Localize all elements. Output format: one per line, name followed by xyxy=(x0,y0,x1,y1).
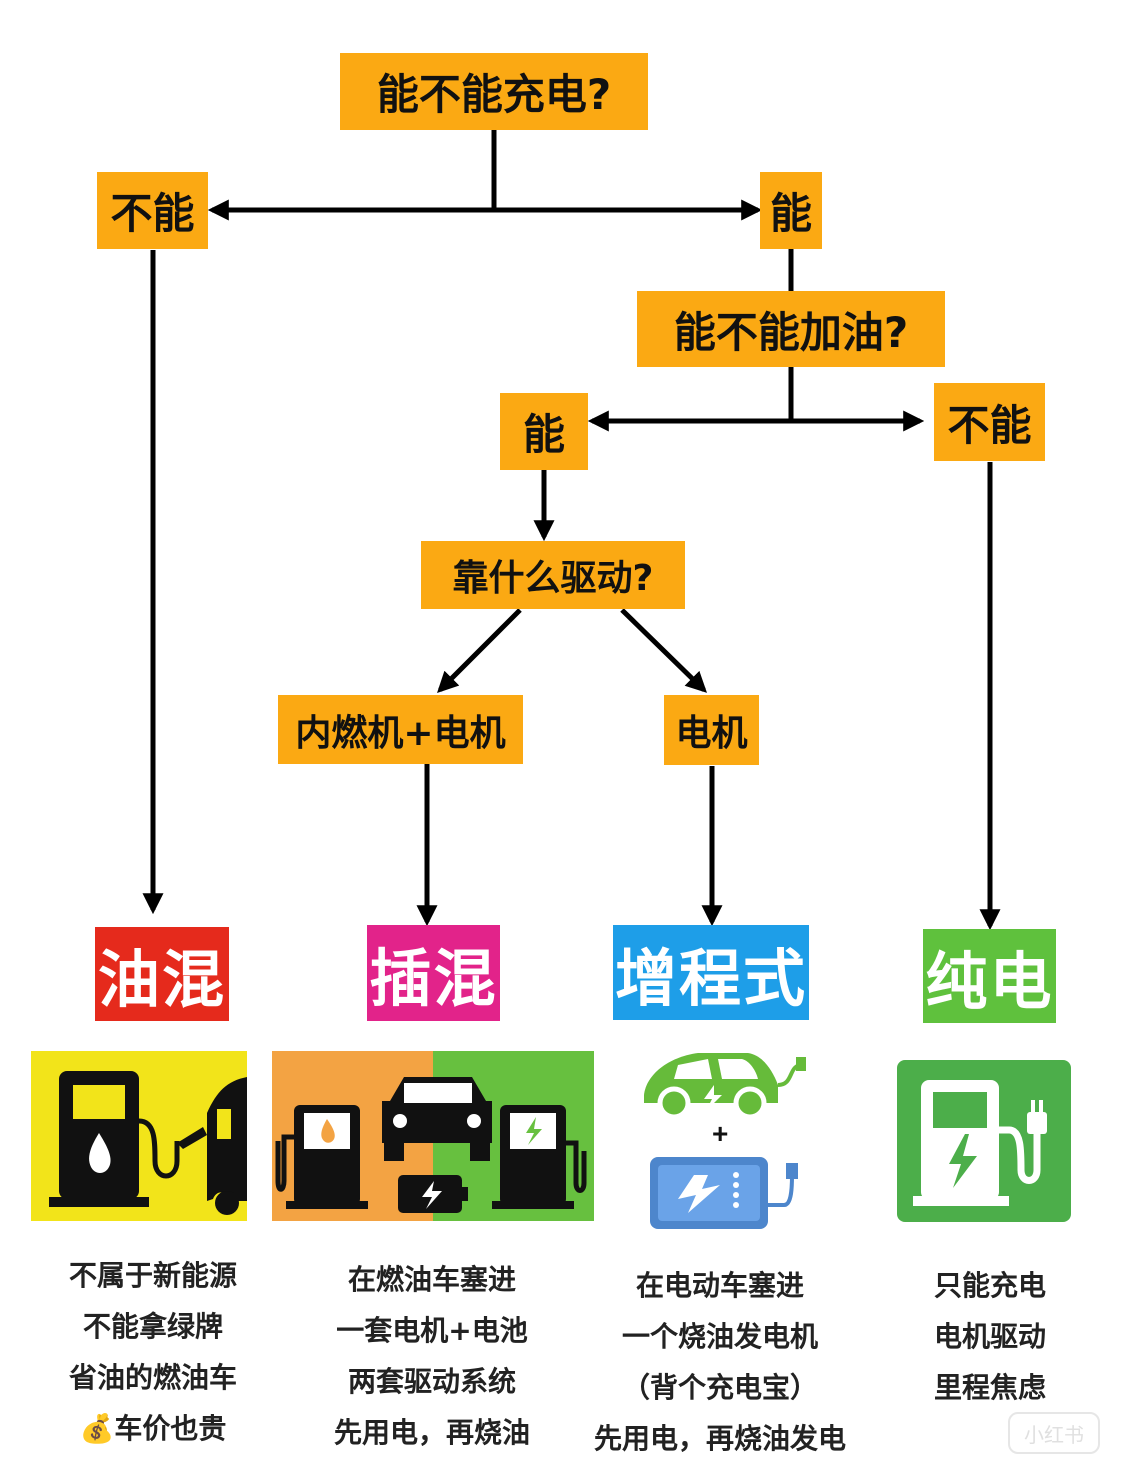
ev-car-powerbank-icon: + xyxy=(644,1053,806,1229)
desc-line: 两套驱动系统 xyxy=(347,1365,516,1398)
plus-sign: + xyxy=(712,1118,728,1149)
desc-range-extender: 在电动车塞进 一个烧油发电机 （背个充电宝） 先用电，再烧油发电 xyxy=(575,1260,865,1464)
category-plugin-hybrid: 插混 xyxy=(367,925,500,1021)
arrow-to-motor xyxy=(620,608,708,693)
category-range-extender: 增程式 xyxy=(613,925,809,1020)
desc-line: 只能充电 xyxy=(933,1269,1046,1302)
desc-line: 不能拿绿牌 xyxy=(82,1310,223,1343)
watermark: 小红书 xyxy=(1008,1412,1100,1454)
node-can-charge-yes: 能 xyxy=(760,172,822,249)
desc-line: 先用电，再烧油 xyxy=(333,1416,530,1449)
desc-line: 省油的燃油车 xyxy=(68,1361,237,1394)
desc-line: 在燃油车塞进 xyxy=(347,1263,516,1296)
desc-plugin-hybrid: 在燃油车塞进 一套电机+电池 两套驱动系统 先用电，再烧油 xyxy=(312,1254,552,1458)
node-can-refuel: 能不能加油? xyxy=(637,291,945,367)
category-pure-electric: 纯电 xyxy=(923,929,1056,1023)
node-cannot-refuel: 不能 xyxy=(934,383,1045,461)
desc-line: （背个充电宝） xyxy=(621,1371,818,1404)
fuel-pump-car-icon xyxy=(31,1051,247,1221)
node-can-refuel-yes: 能 xyxy=(500,393,588,470)
desc-line: 电机驱动 xyxy=(933,1320,1046,1353)
desc-line: 在电动车塞进 xyxy=(635,1269,804,1302)
desc-line: 先用电，再烧油发电 xyxy=(593,1422,846,1455)
node-motor: 电机 xyxy=(664,695,759,765)
category-oil-hybrid: 油混 xyxy=(95,927,229,1021)
desc-oil-hybrid: 不属于新能源 不能拿绿牌 省油的燃油车 💰车价也贵 xyxy=(40,1250,266,1454)
node-can-charge: 能不能充电? xyxy=(340,53,648,130)
desc-line: 里程焦虑 xyxy=(933,1371,1046,1404)
plugin-hybrid-icon xyxy=(272,1051,594,1221)
node-drive-source: 靠什么驱动? xyxy=(421,541,685,609)
desc-pure-electric: 只能充电 电机驱动 里程焦虑 xyxy=(900,1260,1080,1413)
node-cannot-charge: 不能 xyxy=(97,172,208,249)
desc-line: 一个烧油发电机 xyxy=(621,1320,818,1353)
desc-line: 不属于新能源 xyxy=(68,1259,237,1292)
arrow-to-ice-motor xyxy=(437,608,522,693)
desc-line: 一套电机+电池 xyxy=(336,1314,528,1347)
node-ice-plus-motor: 内燃机+电机 xyxy=(278,695,523,764)
charging-station-icon xyxy=(897,1060,1071,1222)
desc-line: 💰车价也贵 xyxy=(79,1412,227,1445)
